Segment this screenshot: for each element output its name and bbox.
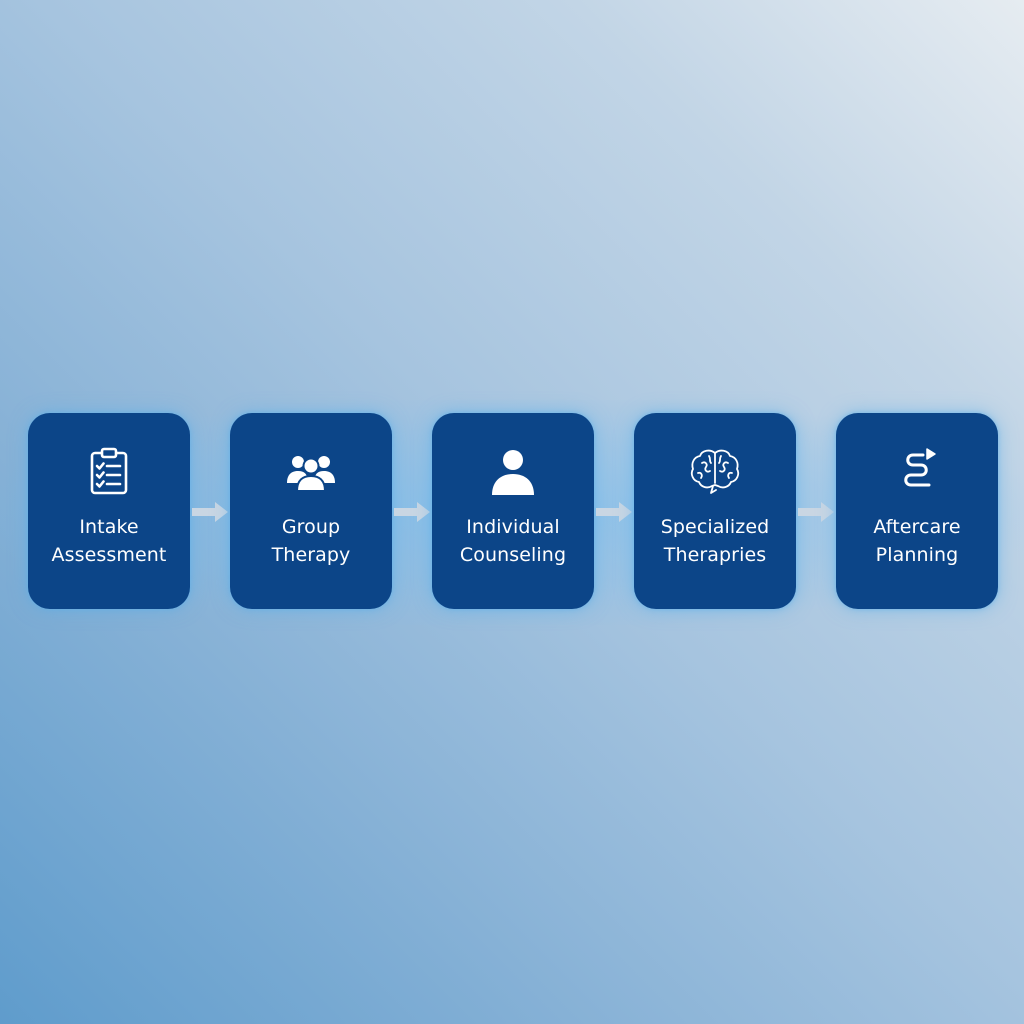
step-label: Aftercare Planning: [836, 513, 998, 569]
step-individual-counseling: Individual Counseling: [432, 413, 594, 609]
clipboard-checklist-icon: [83, 445, 135, 497]
step-label-line1: Specialized: [660, 516, 770, 538]
group-people-icon: [285, 445, 337, 497]
person-icon: [487, 445, 539, 497]
step-group-therapy: Group Therapy: [230, 413, 392, 609]
flow-arrow: [796, 500, 836, 524]
step-label: Specialized Therapries: [634, 513, 796, 569]
step-label-line2: Assessment: [51, 544, 167, 566]
step-label-line2: Therapries: [663, 544, 767, 566]
step-label-line2: Counseling: [459, 544, 567, 566]
flow-arrow: [190, 500, 230, 524]
step-label-line1: Individual: [466, 516, 560, 538]
step-specialized-therapies: Specialized Therapries: [634, 413, 796, 609]
step-aftercare-planning: Aftercare Planning: [836, 413, 998, 609]
step-label-line1: Group: [281, 516, 341, 538]
step-label-line2: Therapy: [271, 544, 351, 566]
winding-path-icon: [891, 445, 943, 497]
flow-arrow: [594, 500, 634, 524]
step-label: Individual Counseling: [432, 513, 594, 569]
flow-arrow: [392, 500, 432, 524]
brain-icon: [689, 445, 741, 497]
process-flow: Intake Assessment Group Therapy: [28, 413, 999, 609]
step-label-line1: Aftercare: [873, 516, 961, 538]
step-label: Intake Assessment: [28, 513, 190, 569]
step-label-line2: Planning: [875, 544, 959, 566]
step-label: Group Therapy: [230, 513, 392, 569]
step-intake-assessment: Intake Assessment: [28, 413, 190, 609]
step-label-line1: Intake: [79, 516, 139, 538]
